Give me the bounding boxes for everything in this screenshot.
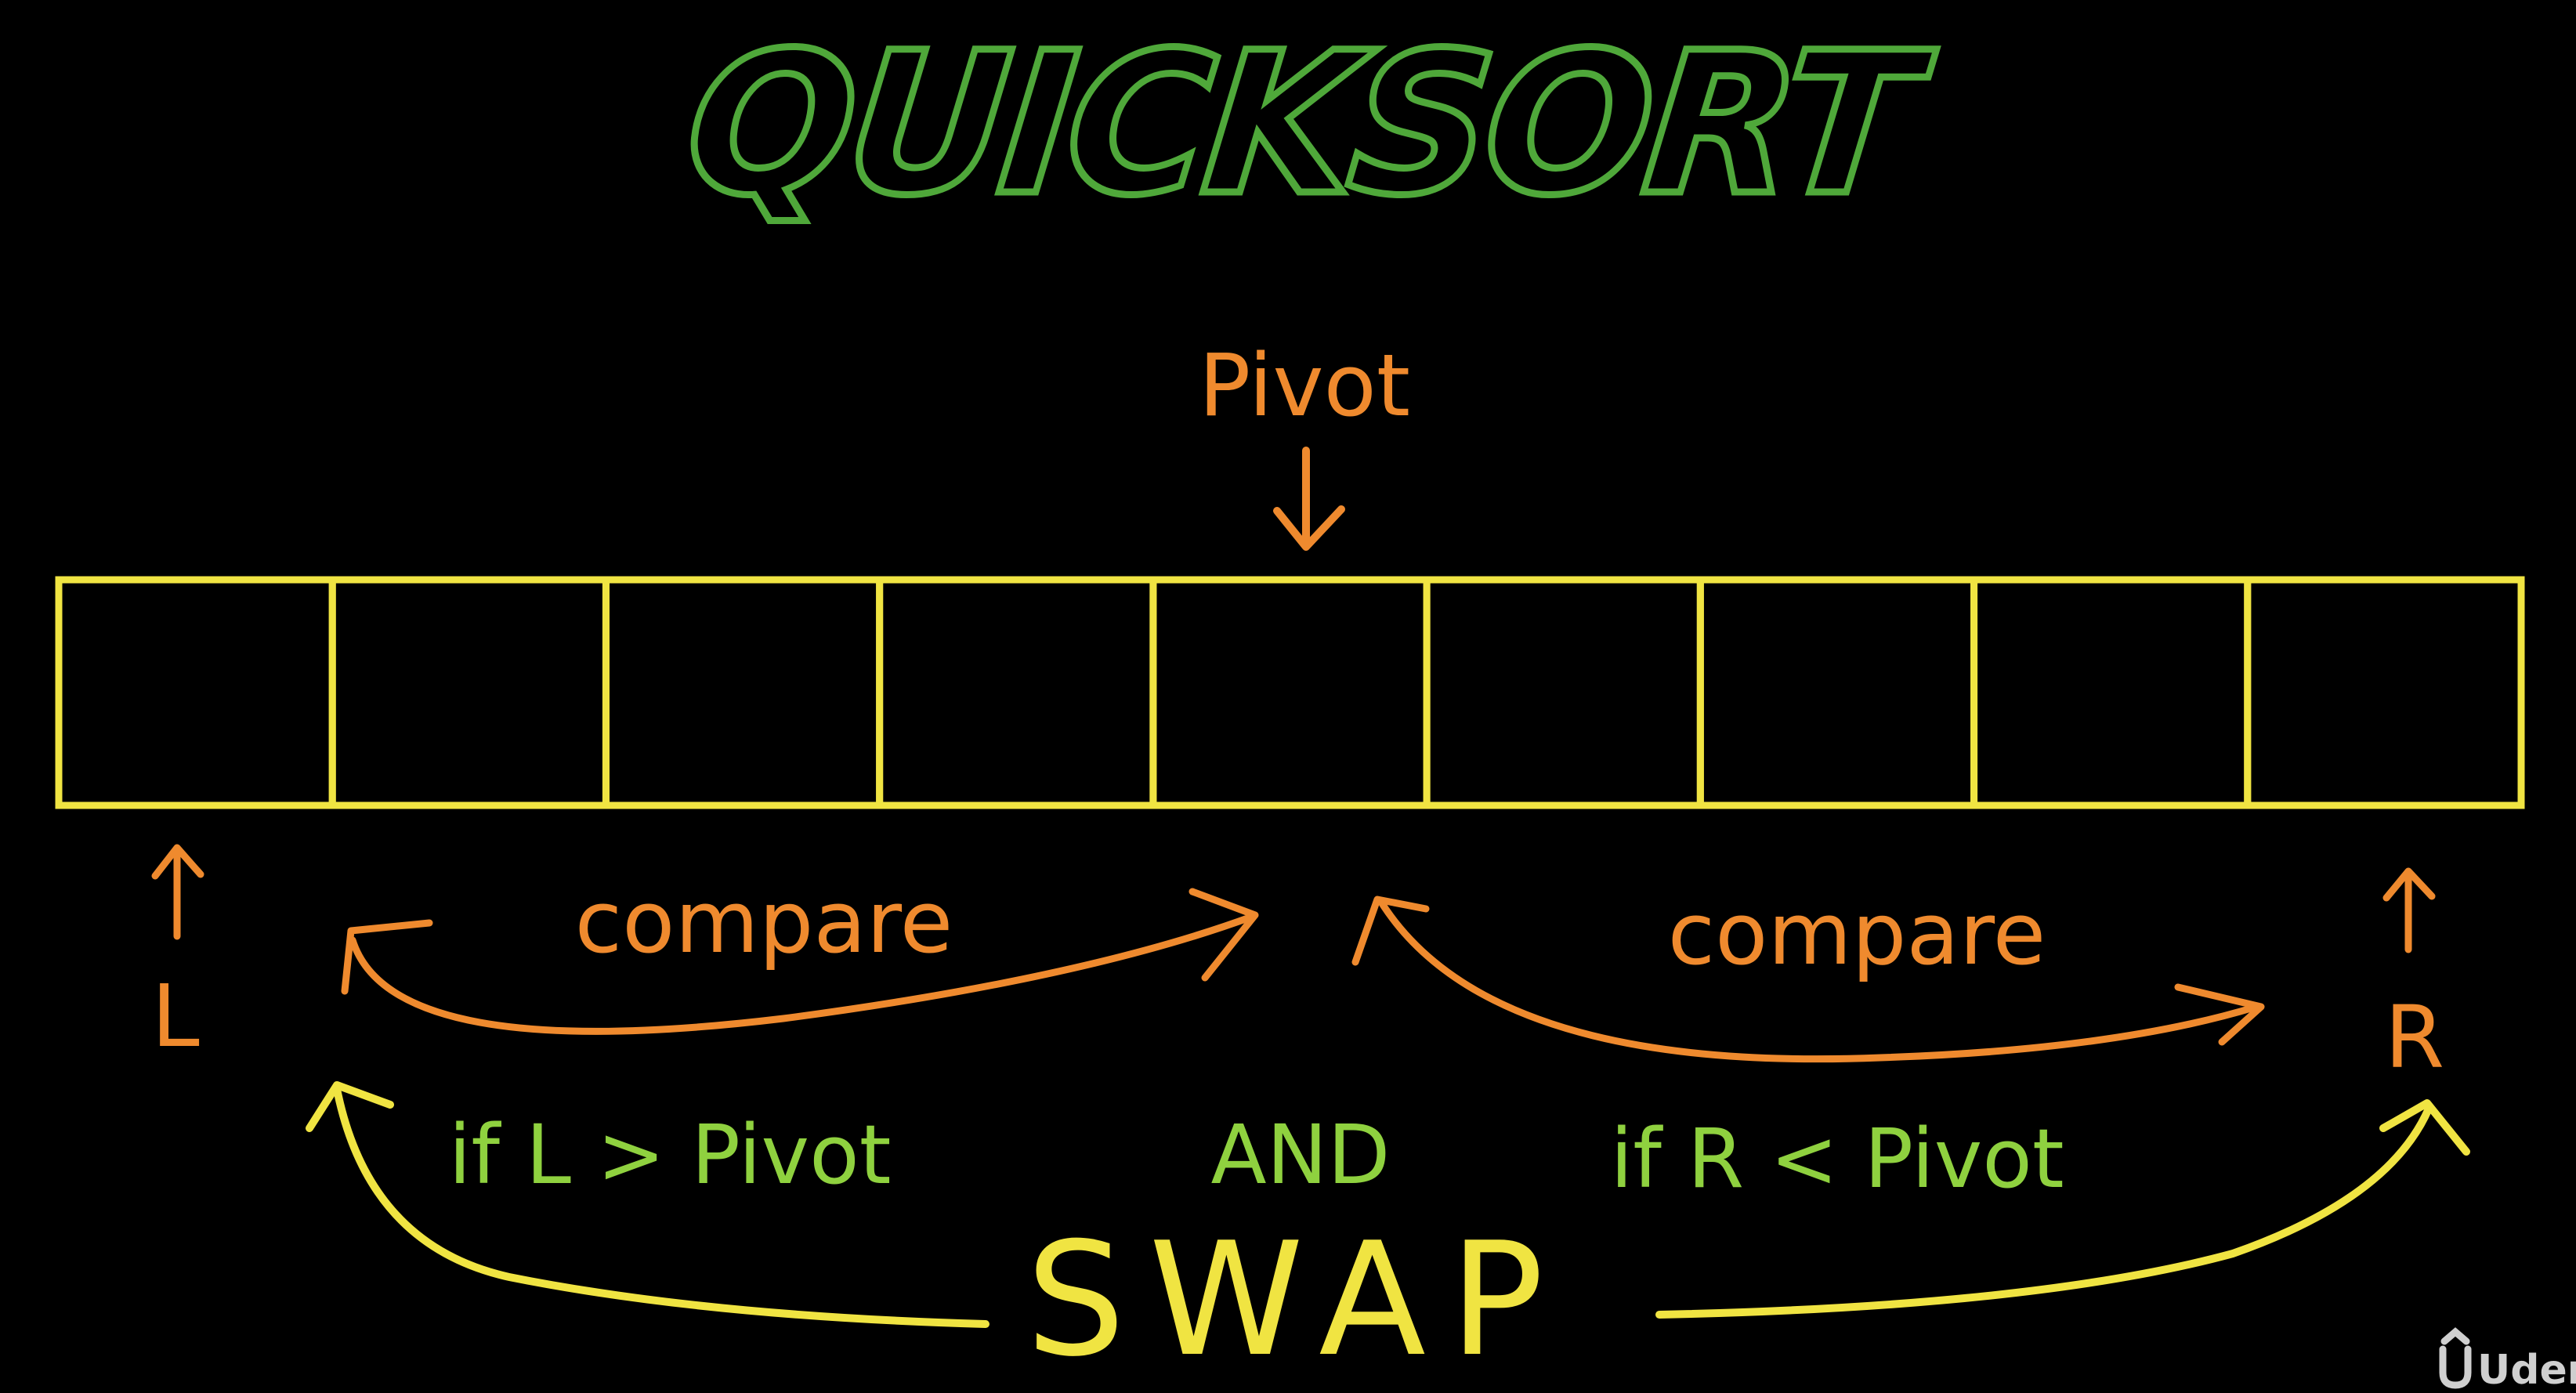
array-cell bbox=[328, 576, 610, 809]
compare-right-label: compare bbox=[1668, 884, 2046, 984]
array-cell bbox=[55, 576, 336, 809]
and-connector-label: AND bbox=[1210, 1107, 1390, 1203]
left-pointer-label: L bbox=[151, 966, 199, 1066]
compare-left-label: compare bbox=[575, 872, 953, 972]
compare-right-arrow-icon bbox=[1351, 896, 2265, 1063]
right-pointer-arrow-icon bbox=[2382, 867, 2436, 953]
compare-left-arrow-icon bbox=[341, 888, 1259, 1035]
array-cell bbox=[602, 576, 884, 809]
array-cell bbox=[1149, 576, 1431, 809]
array-cell bbox=[2244, 576, 2525, 809]
right-pointer-label: R bbox=[2385, 987, 2444, 1087]
array-cell bbox=[1970, 576, 2252, 809]
condition-left-label: if L > Pivot bbox=[448, 1107, 891, 1203]
swap-right-arrow-icon bbox=[1655, 1099, 2470, 1319]
udemy-logo-icon bbox=[2439, 1327, 2472, 1389]
array-cell bbox=[1423, 576, 1704, 809]
diagram-title: QUICKSORT bbox=[677, 11, 1941, 239]
array-cell bbox=[1696, 576, 1978, 809]
condition-right-label: if R < Pivot bbox=[1610, 1111, 2064, 1207]
left-pointer-arrow-icon bbox=[151, 844, 204, 940]
watermark-text: Udem bbox=[2477, 1347, 2576, 1393]
watermark: Udem bbox=[2439, 1327, 2576, 1393]
array-cell bbox=[876, 576, 1157, 809]
array bbox=[55, 576, 2525, 809]
swap-label: SWAP bbox=[1026, 1209, 1567, 1391]
swap-left-arrow-icon bbox=[306, 1081, 990, 1328]
pivot-label: Pivot bbox=[1199, 335, 1410, 436]
pivot-down-arrow-icon bbox=[1273, 447, 1345, 551]
